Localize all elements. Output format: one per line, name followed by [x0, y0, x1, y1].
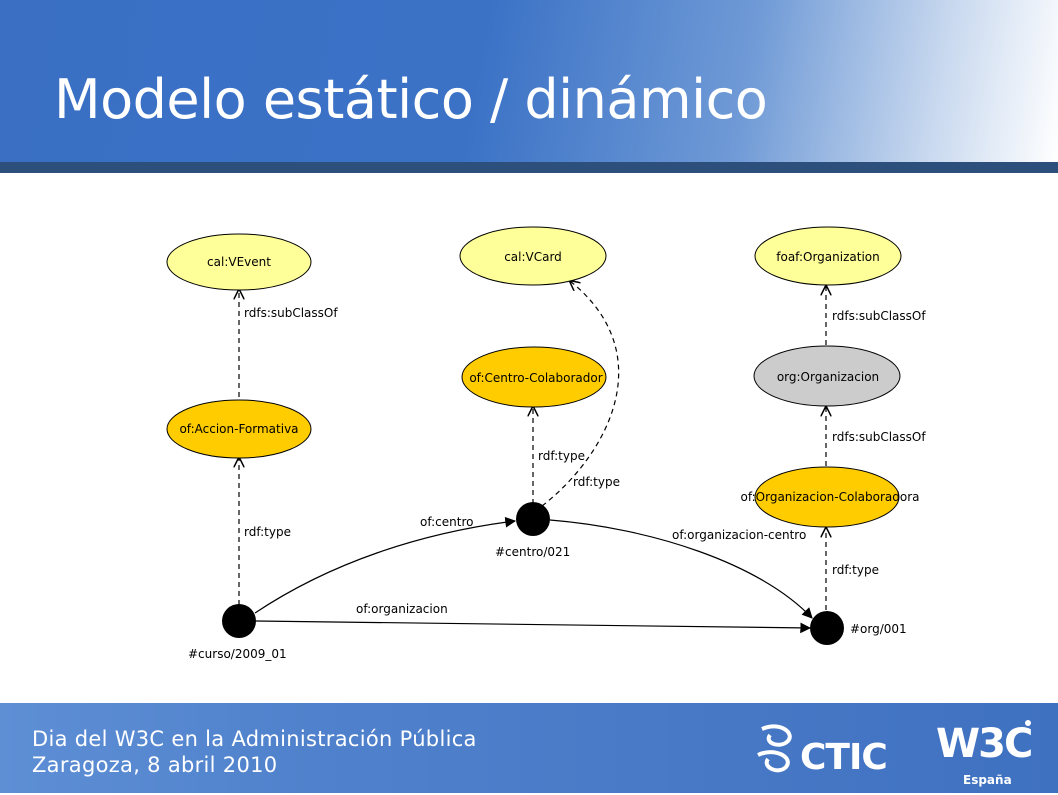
- class-node-of-organizacion-colaboradora: of:Organizacion-Colaboradora: [740, 466, 920, 528]
- instance-label-org: #org/001: [850, 622, 907, 636]
- edge-curso-organizacion: [255, 620, 812, 634]
- ctic-logo: CTIC: [757, 724, 888, 778]
- class-label-of-accion-formativa: of:Accion-Formativa: [179, 422, 298, 436]
- footer-event-name: Dia del W3C en la Administración Pública: [32, 727, 477, 751]
- edge-label-centro-type-vcard: rdf:type: [573, 475, 620, 489]
- w3c-espana-label: España: [963, 773, 1012, 787]
- header-divider: [0, 162, 1058, 173]
- class-label-foaf-organization: foaf:Organization: [776, 250, 879, 264]
- class-label-of-centro-colaborador: of:Centro-Colaborador: [469, 371, 602, 385]
- edge-label-curso-organizacion: of:organizacion: [356, 602, 448, 616]
- footer-logos: CTIC W3C España: [750, 711, 1050, 791]
- class-label-org-organizacion: org:Organizacion: [777, 370, 879, 384]
- edge-label-centro-organizacion-centro: of:organizacion-centro: [672, 528, 806, 542]
- w3c-wordmark: W3C: [936, 721, 1031, 767]
- class-node-org-organizacion: org:Organizacion: [753, 345, 901, 407]
- edge-label-orgcolab-subclass-orgorg: rdfs:subClassOf: [832, 430, 926, 444]
- w3c-logo: W3C España: [936, 720, 1033, 787]
- edge-label-orgorg-subclass-foaf: rdfs:subClassOf: [832, 309, 926, 323]
- slide-header: Modelo estático / dinámico: [0, 0, 1058, 162]
- class-label-cal-vcard: cal:VCard: [504, 250, 562, 264]
- edge-label-centro-type-centro-colaborador: rdf:type: [538, 449, 585, 463]
- ctic-wordmark: CTIC: [800, 737, 887, 778]
- class-node-of-accion-formativa: of:Accion-Formativa: [166, 399, 312, 459]
- edge-label-org-type-orgcolab: rdf:type: [832, 563, 879, 577]
- instance-node-org: #org/001: [810, 611, 907, 645]
- instance-node-curso: #curso/2009_01: [188, 604, 287, 661]
- class-label-of-organizacion-colaboradora: of:Organizacion-Colaboradora: [740, 490, 919, 504]
- edge-curso-centro: [254, 516, 517, 614]
- slide-footer: Dia del W3C en la Administración Pública…: [0, 703, 1058, 793]
- class-label-cal-vevent: cal:VEvent: [207, 255, 271, 269]
- class-node-cal-vevent: cal:VEvent: [166, 233, 312, 291]
- instance-label-curso: #curso/2009_01: [188, 647, 287, 661]
- edge-centro-organizacion-centro: [549, 519, 813, 619]
- rdf-diagram: rdfs:subClassOf rdf:type rdf:type rdf:ty…: [0, 173, 1058, 703]
- class-node-foaf-organization: foaf:Organization: [754, 226, 902, 286]
- footer-event-place-date: Zaragoza, 8 abril 2010: [32, 753, 278, 777]
- slide-title: Modelo estático / dinámico: [54, 68, 768, 131]
- edge-label-curso-centro: of:centro: [420, 515, 473, 529]
- edge-label-accion-subclass-vevent: rdfs:subClassOf: [244, 306, 338, 320]
- class-node-cal-vcard: cal:VCard: [459, 226, 607, 286]
- instance-node-centro: #centro/021: [495, 502, 570, 559]
- class-node-of-centro-colaborador: of:Centro-Colaborador: [461, 346, 607, 408]
- edge-label-curso-type-accion: rdf:type: [244, 525, 291, 539]
- instance-label-centro: #centro/021: [495, 545, 570, 559]
- edge-centro-type-vcard: [541, 281, 620, 507]
